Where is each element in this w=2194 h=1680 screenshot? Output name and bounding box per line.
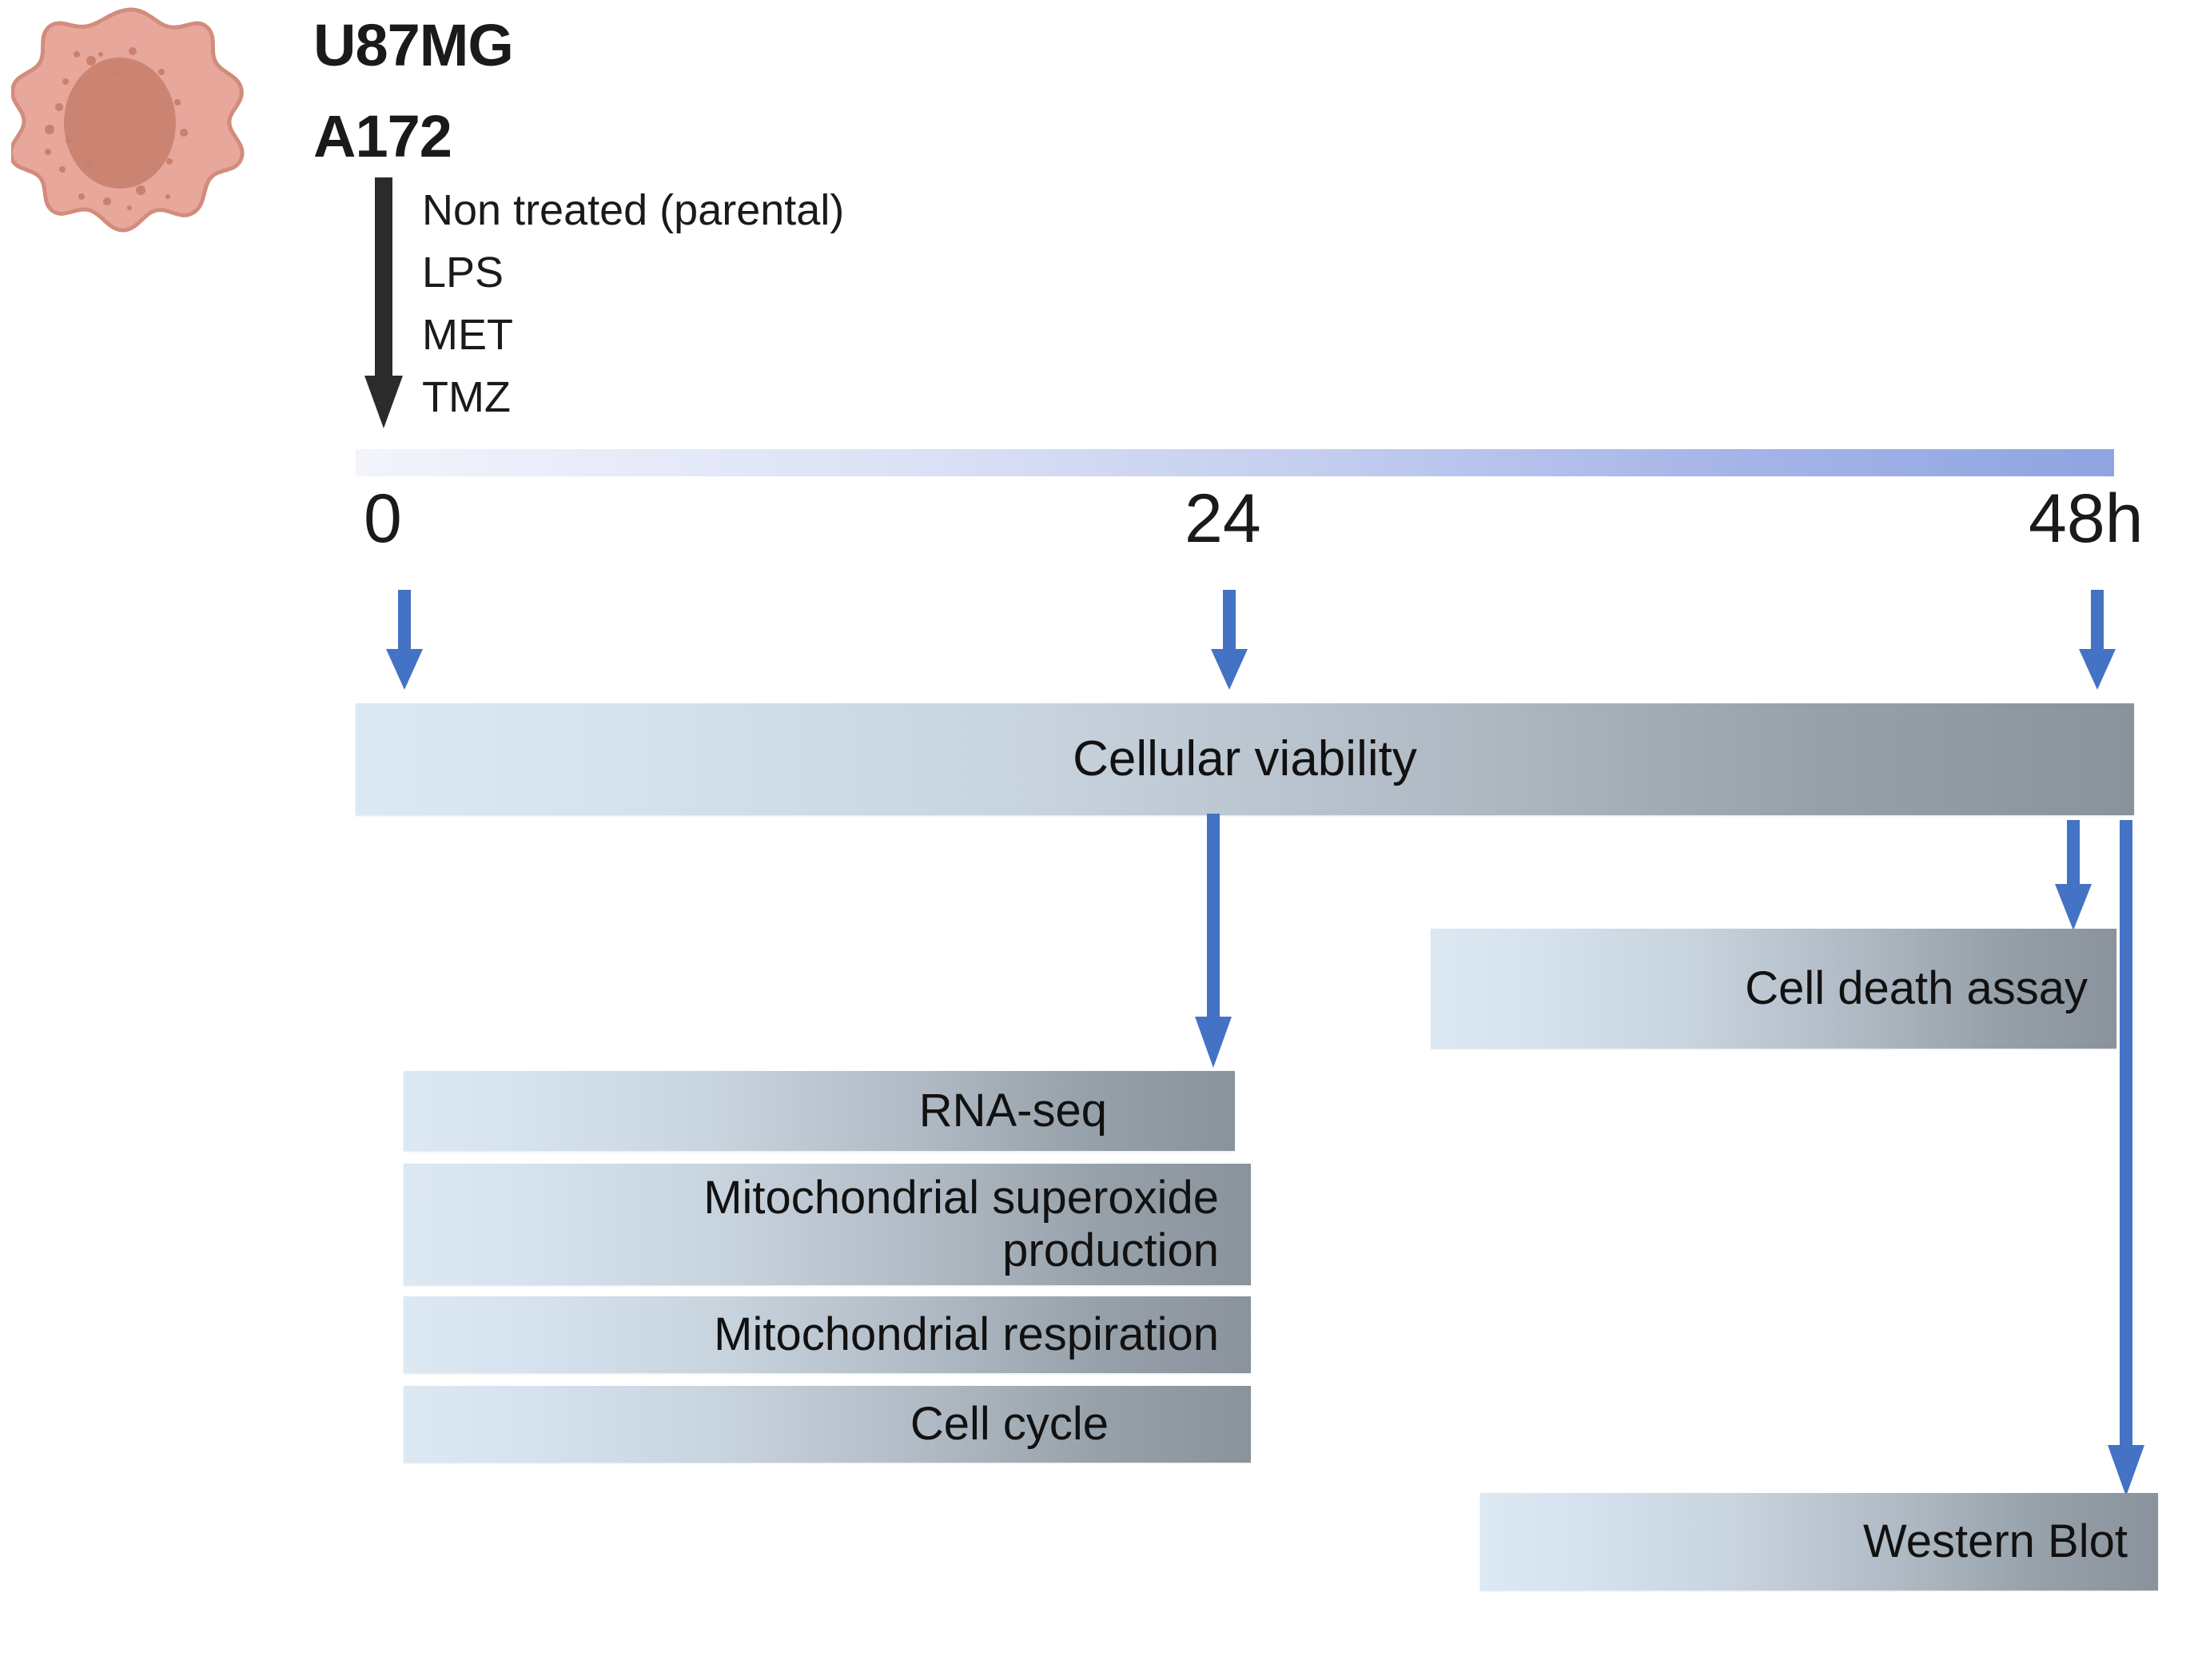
cell-illustration <box>9 5 251 238</box>
assay-label-mitochondrial-respiration: Mitochondrial respiration <box>714 1308 1219 1360</box>
treatment-item-0: Non treated (parental) <box>422 186 845 234</box>
treatment-item-3: TMZ <box>422 373 511 421</box>
assay-label-rna-seq: RNA-seq <box>918 1085 1107 1137</box>
arrow-viability-to-western-blot-icon <box>2105 820 2147 1498</box>
assay-bar-rna-seq: RNA-seq <box>404 1071 1235 1151</box>
assay-label-cell-cycle: Cell cycle <box>910 1398 1109 1450</box>
assay-bar-mitochondrial-superoxide: Mitochondrial superoxide production <box>404 1164 1251 1285</box>
arrow-viability-to-assays-icon <box>1193 814 1234 1069</box>
assay-bar-mitochondrial-respiration: Mitochondrial respiration <box>404 1296 1251 1373</box>
assay-label-cell-death-assay: Cell death assay <box>1745 962 2088 1014</box>
timeline-tick-0: 0 <box>364 480 402 557</box>
timeline-tick-48h: 48h <box>2029 480 2144 557</box>
treatment-item-1: LPS <box>422 249 504 297</box>
assay-bar-cell-death-assay: Cell death assay <box>1431 929 2116 1049</box>
assay-bar-cellular-viability: Cellular viability <box>356 703 2134 815</box>
timeline-bar <box>356 449 2114 476</box>
cell-granules <box>45 47 188 210</box>
arrow-viability-to-cell-death-icon <box>2053 820 2094 932</box>
assay-label-western-blot: Western Blot <box>1863 1515 2128 1567</box>
arrow-timepoint-0-icon <box>384 590 425 691</box>
assay-bar-cell-cycle: Cell cycle <box>404 1386 1251 1463</box>
treatment-item-2: MET <box>422 311 513 359</box>
assay-bar-western-blot: Western Blot <box>1480 1493 2158 1590</box>
treatment-down-arrow-icon <box>361 177 406 430</box>
assay-label-cellular-viability: Cellular viability <box>1073 731 1417 786</box>
cell-line-a172: A172 <box>313 103 452 169</box>
cell-nucleus <box>64 58 176 189</box>
arrow-timepoint-48-icon <box>2077 590 2118 691</box>
assay-label-mitochondrial-superoxide: Mitochondrial superoxide production <box>703 1172 1219 1276</box>
arrow-timepoint-24-icon <box>1208 590 1250 691</box>
cell-line-u87mg: U87MG <box>313 12 514 78</box>
treatment-list: Non treated (parental) LPS MET TMZ <box>422 179 1061 428</box>
timeline-tick-24: 24 <box>1185 480 1261 557</box>
